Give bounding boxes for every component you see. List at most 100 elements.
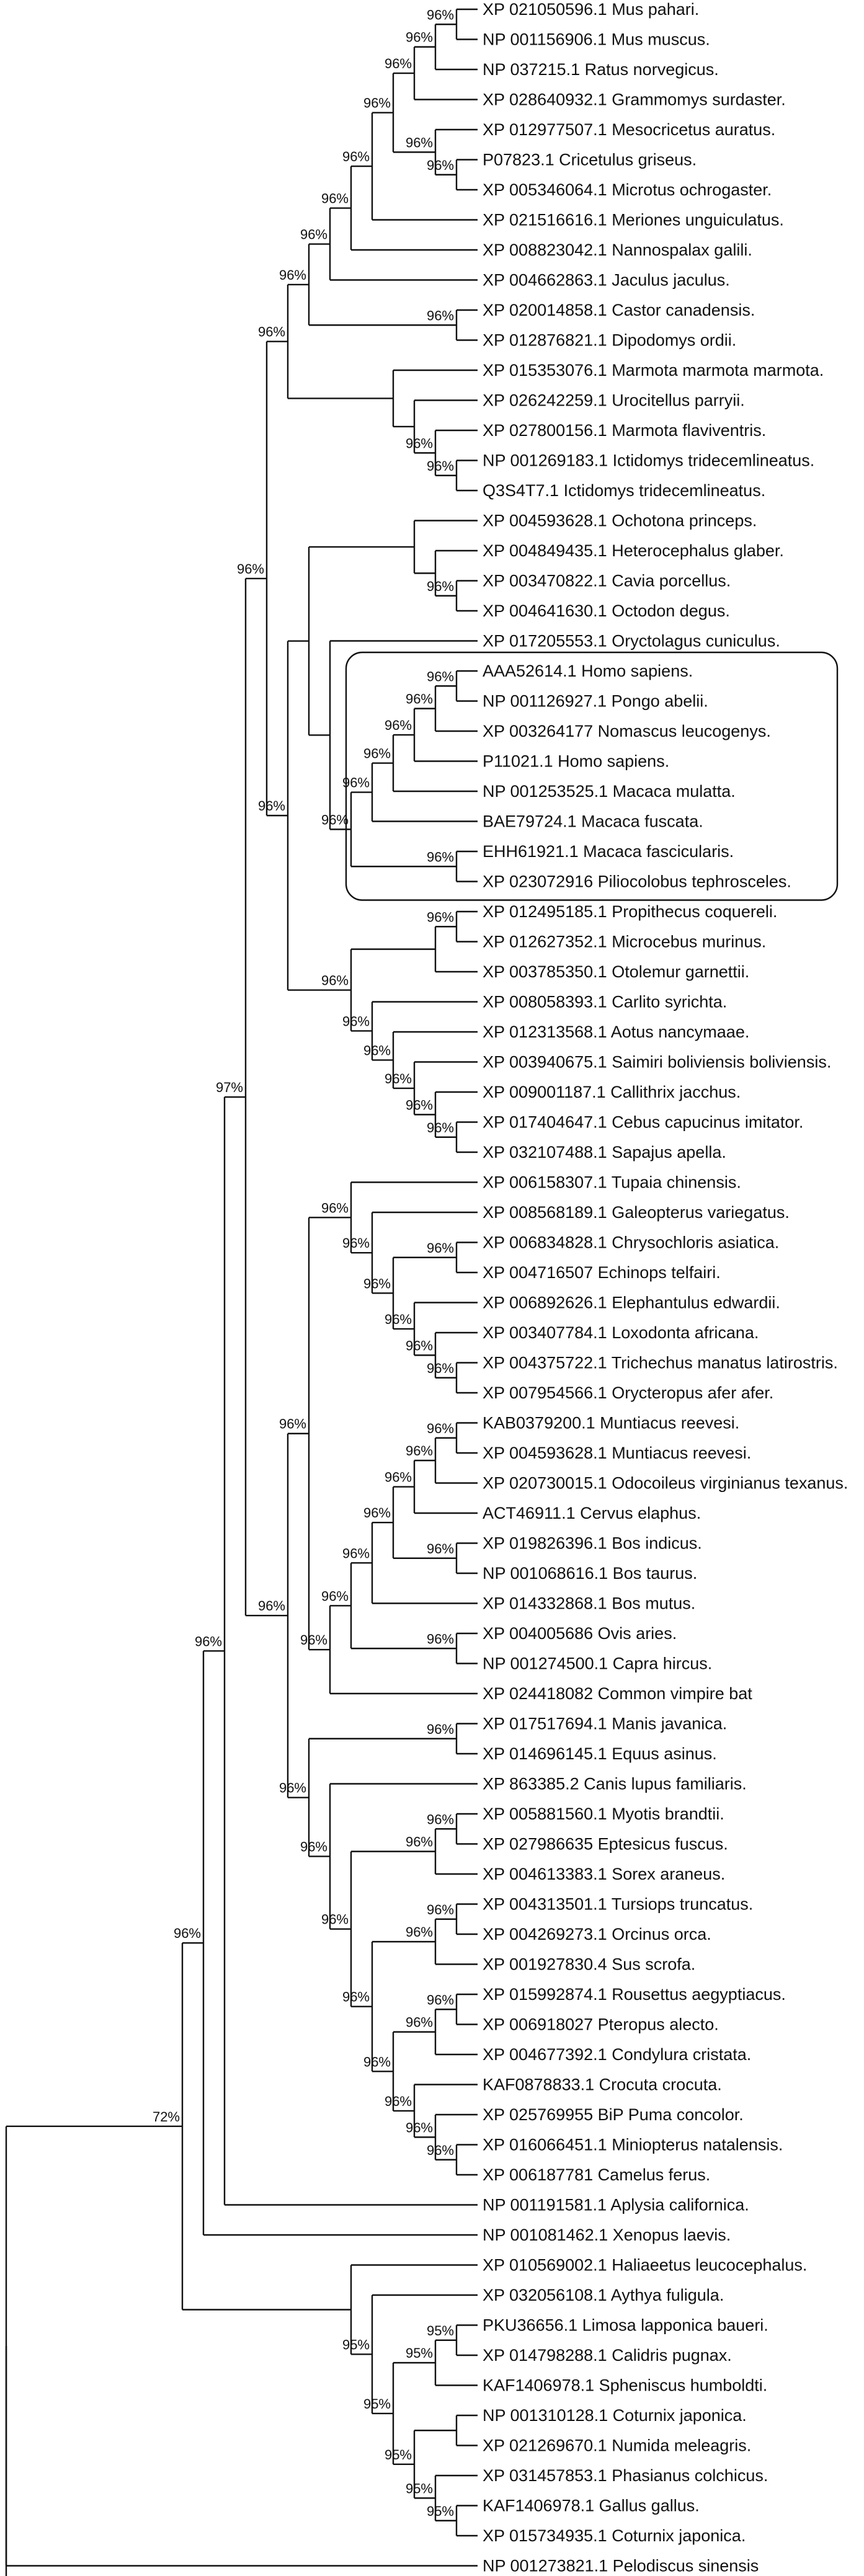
bootstrap-value: 96% (385, 1470, 412, 1485)
leaf-label: ACT46911.1 Cervus elaphus. (483, 1504, 701, 1522)
leaf-label: XP 020730015.1 Odocoileus virginianus te… (483, 1474, 848, 1493)
bootstrap-value: 96% (427, 458, 454, 474)
leaf-label: XP 005881560.1 Myotis brandtii. (483, 1805, 724, 1823)
leaf-label: NP 001269183.1 Ictidomys tridecemlineatu… (483, 451, 814, 470)
leaf-label: XP 028640932.1 Grammomys surdaster. (483, 91, 786, 109)
leaf-label: XP 014696145.1 Equus asinus. (483, 1744, 717, 1763)
leaf-label: XP 009001187.1 Callithrix jacchus. (483, 1083, 741, 1101)
leaf-label: NP 001156906.1 Mus muscus. (483, 30, 710, 49)
leaf-label: XP 021269670.1 Numida meleagris. (483, 2436, 751, 2455)
bootstrap-value: 96% (363, 1505, 391, 1521)
leaf-label: BAE79724.1 Macaca fuscata. (483, 812, 703, 831)
leaf-label: XP 012977507.1 Mesocricetus auratus. (483, 120, 775, 139)
bootstrap-value: 96% (279, 267, 306, 283)
leaf-label: XP 003940675.1 Saimiri boliviensis boliv… (483, 1053, 831, 1072)
leaf-label: KAB0379200.1 Muntiacus reevesi. (483, 1414, 739, 1432)
leaf-label: XP 016066451.1 Miniopterus natalensis. (483, 2136, 783, 2154)
bootstrap-value: 95% (363, 2396, 391, 2412)
leaf-label: P11021.1 Homo sapiens. (483, 752, 669, 771)
leaf-label: NP 001274500.1 Capra hircus. (483, 1654, 712, 1673)
bootstrap-value: 96% (385, 717, 412, 733)
bootstrap-value: 96% (342, 1013, 370, 1029)
bootstrap-value: 97% (216, 1080, 243, 1095)
bootstrap-value: 96% (342, 1235, 370, 1251)
leaf-label: XP 006892626.1 Elephantulus edwardii. (483, 1294, 780, 1312)
bootstrap-value: 96% (385, 2094, 412, 2109)
bootstrap-value: 96% (363, 1276, 391, 1291)
leaf-label: XP 023072916 Piliocolobus tephrosceles. (483, 873, 791, 891)
leaf-label: XP 014332868.1 Bos mutus. (483, 1594, 695, 1613)
bootstrap-value: 95% (342, 2337, 370, 2352)
leaf-label: EHH61921.1 Macaca fascicularis. (483, 842, 734, 861)
bootstrap-value: 96% (406, 1924, 433, 1940)
leaf-label: XP 006918027 Pteropus alecto. (483, 2015, 719, 2034)
bootstrap-value: 96% (363, 2054, 391, 2069)
bootstrap-value: 96% (406, 1097, 433, 1113)
bootstrap-value: 95% (385, 2447, 412, 2463)
bootstrap-value: 96% (321, 812, 349, 827)
leaf-labels: XP 021050596.1 Mus pahari.NP 001156906.1… (483, 0, 848, 2575)
bootstrap-value: 95% (406, 2345, 433, 2361)
bootstrap-value: 96% (427, 1120, 454, 1135)
leaf-label: XP 024418082 Common vimpire bat (483, 1684, 752, 1703)
bootstrap-value: 96% (300, 227, 327, 242)
bootstrap-value: 96% (258, 1598, 285, 1614)
leaf-label: XP 005346064.1 Microtus ochrogaster. (483, 180, 772, 199)
leaf-label: XP 032107488.1 Sapajus apella. (483, 1143, 726, 1161)
leaf-label: NP 001081462.1 Xenopus laevis. (483, 2226, 731, 2244)
bootstrap-value: 96% (406, 691, 433, 707)
bootstrap-value: 96% (427, 7, 454, 22)
leaf-label: XP 004641630.1 Octodon degus. (483, 602, 730, 620)
leaf-label: XP 012627352.1 Microcebus murinus. (483, 933, 766, 951)
bootstrap-value: 96% (427, 909, 454, 925)
leaf-label: KAF0878833.1 Crocuta crocuta. (483, 2076, 722, 2094)
bootstrap-value: 96% (342, 1545, 370, 1561)
bootstrap-value: 96% (363, 1042, 391, 1058)
leaf-label: XP 003264177 Nomascus leucogenys. (483, 722, 771, 740)
bootstrap-value: 96% (427, 158, 454, 173)
leaf-label: KAF1406978.1 Spheniscus humboldti. (483, 2376, 767, 2395)
leaf-label: XP 027986635 Eptesicus fuscus. (483, 1835, 728, 1854)
leaf-label: XP 004269273.1 Orcinus orca. (483, 1925, 711, 1943)
bootstrap-value: 96% (385, 56, 412, 71)
leaf-label: XP 027800156.1 Marmota flaviventris. (483, 421, 766, 440)
leaf-label: XP 015353076.1 Marmota marmota marmota. (483, 361, 824, 380)
bootstrap-value: 96% (406, 135, 433, 150)
bootstrap-value: 96% (363, 746, 391, 762)
leaf-label: XP 006187781 Camelus ferus. (483, 2165, 710, 2184)
leaf-label: XP 020014858.1 Castor canadensis. (483, 301, 755, 319)
leaf-label: XP 017404647.1 Cebus capucinus imitator. (483, 1113, 803, 1132)
leaf-label: P07823.1 Cricetulus griseus. (483, 151, 697, 169)
leaf-label: NP 001126927.1 Pongo abelii. (483, 692, 708, 711)
leaf-label: XP 004613383.1 Sorex araneus. (483, 1865, 725, 1883)
bootstrap-value: 96% (300, 1632, 327, 1648)
bootstrap-value: 96% (342, 149, 370, 164)
leaf-label: XP 001927830.4 Sus scrofa. (483, 1955, 695, 1974)
bootstrap-value: 96% (427, 668, 454, 684)
bootstrap-value: 96% (427, 1631, 454, 1646)
bootstrap-value: 96% (427, 1721, 454, 1737)
bootstrap-value: 96% (321, 1588, 349, 1604)
leaf-label: KAF1406978.1 Gallus gallus. (483, 2497, 700, 2515)
bootstrap-value: 96% (427, 1902, 454, 1917)
bootstrap-value: 96% (406, 2120, 433, 2135)
bootstrap-value: 96% (195, 1633, 222, 1649)
bootstrap-value: 96% (321, 191, 349, 207)
bootstrap-value: 96% (258, 798, 285, 814)
leaf-label: XP 025769955 BiP Puma concolor. (483, 2105, 744, 2124)
bootstrap-value: 96% (174, 1925, 201, 1941)
tree-branches (5, 8, 839, 2576)
bootstrap-value: 96% (279, 1780, 306, 1796)
leaf-label: Q3S4T7.1 Ictidomys tridecemlineatus. (483, 481, 765, 500)
leaf-label: NP 001310128.1 Coturnix japonica. (483, 2406, 747, 2425)
bootstrap-value: 96% (321, 1200, 349, 1215)
leaf-label: XP 026242259.1 Urocitellus parryii. (483, 391, 745, 410)
leaf-label: XP 012495185.1 Propithecus coquereli. (483, 902, 777, 921)
leaf-label: XP 014798288.1 Calidris pugnax. (483, 2346, 732, 2365)
leaf-label: NP 037215.1 Ratus norvegicus. (483, 60, 719, 79)
bootstrap-value: 96% (427, 1240, 454, 1256)
bootstrap-value: 96% (279, 1416, 306, 1432)
leaf-label: XP 012876821.1 Dipodomys ordii. (483, 331, 736, 350)
bootstrap-value: 96% (406, 30, 433, 45)
